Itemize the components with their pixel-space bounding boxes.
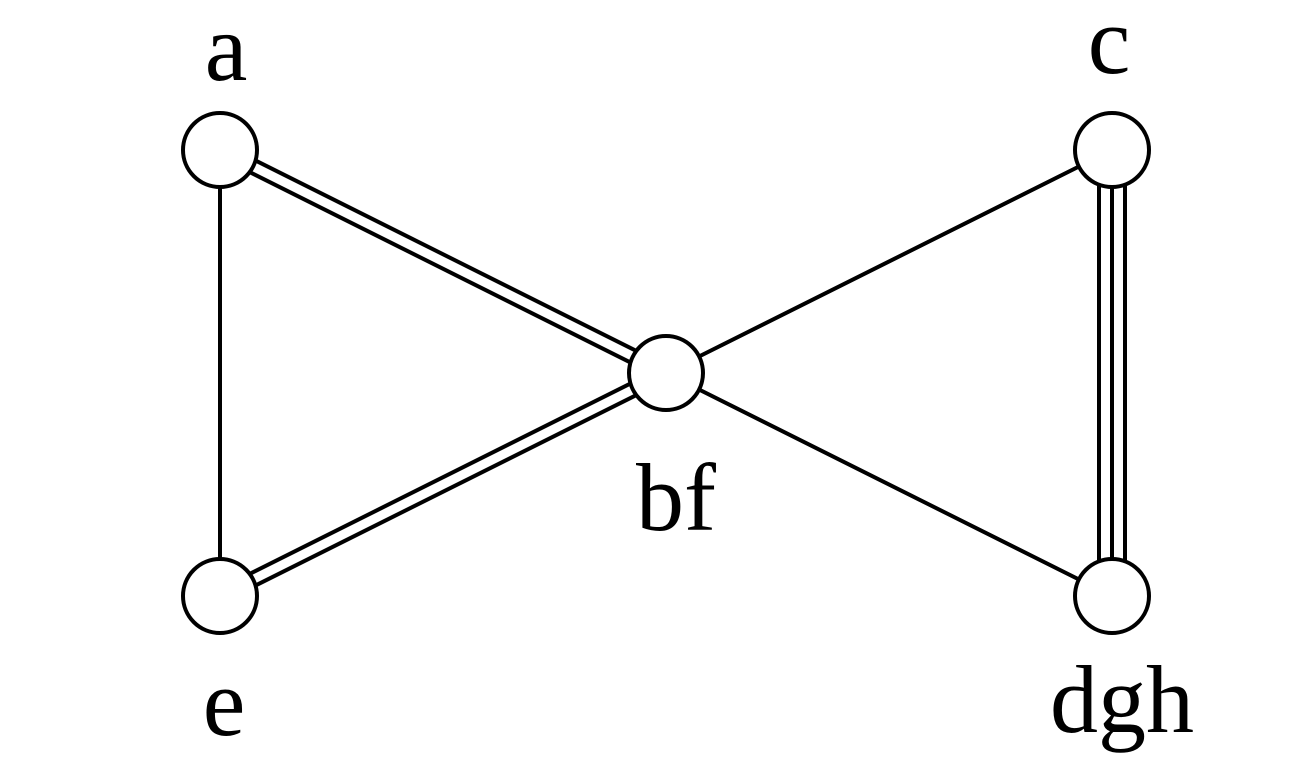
edge-e-bf-line-1: [216, 365, 664, 592]
edge-bf-c-line-1: [665, 148, 1113, 375]
node-a-label: a: [205, 0, 248, 101]
node-dgh: dgh: [1050, 557, 1194, 753]
node-dgh-label: dgh: [1050, 646, 1194, 753]
node-c-circle: [1073, 111, 1151, 189]
node-a: a: [181, 0, 259, 189]
node-e-circle: [181, 557, 259, 635]
edge-e-bf-line-2: [222, 377, 670, 604]
node-bf-circle: [627, 334, 705, 412]
edge-a-bf-line-1: [222, 142, 670, 369]
node-dgh-circle: [1073, 557, 1151, 635]
node-e: e: [181, 557, 259, 756]
edges-layer: [216, 142, 1127, 604]
nodes-layer: a c bf e dgh: [181, 0, 1194, 756]
node-bf: bf: [627, 334, 716, 551]
edge-a-bf-line-2: [216, 154, 664, 381]
node-a-circle: [181, 111, 259, 189]
node-e-label: e: [203, 649, 246, 756]
node-c-label: c: [1088, 0, 1131, 94]
edge-bf-dgh-line-1: [665, 371, 1113, 598]
node-c: c: [1073, 0, 1151, 189]
node-bf-label: bf: [636, 444, 716, 551]
